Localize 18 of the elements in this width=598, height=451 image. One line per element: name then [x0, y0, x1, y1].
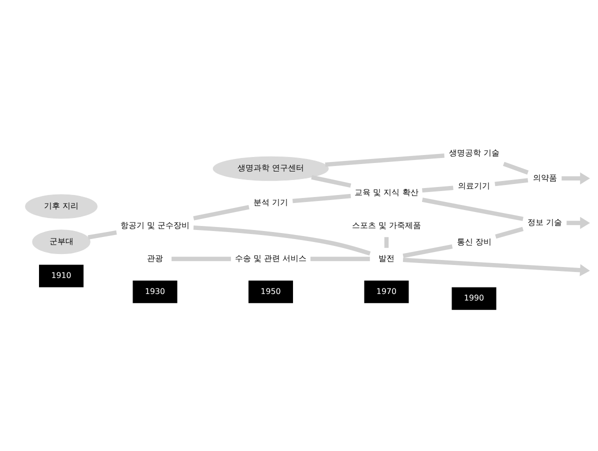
connector: [311, 174, 352, 188]
arrow: [566, 216, 590, 228]
connector: [422, 185, 454, 192]
connector: [422, 197, 524, 221]
connector: [292, 193, 351, 203]
connector: [172, 256, 231, 261]
connector: [193, 204, 250, 220]
connector: [384, 236, 389, 248]
arrow: [562, 172, 590, 184]
connector: [88, 230, 117, 239]
connector: [402, 244, 453, 258]
connector: [193, 224, 371, 256]
connector: [494, 178, 528, 186]
connector: [325, 152, 444, 166]
connector: [503, 161, 529, 174]
connector: [495, 226, 524, 238]
connector: [310, 256, 370, 261]
arrow: [402, 257, 590, 276]
